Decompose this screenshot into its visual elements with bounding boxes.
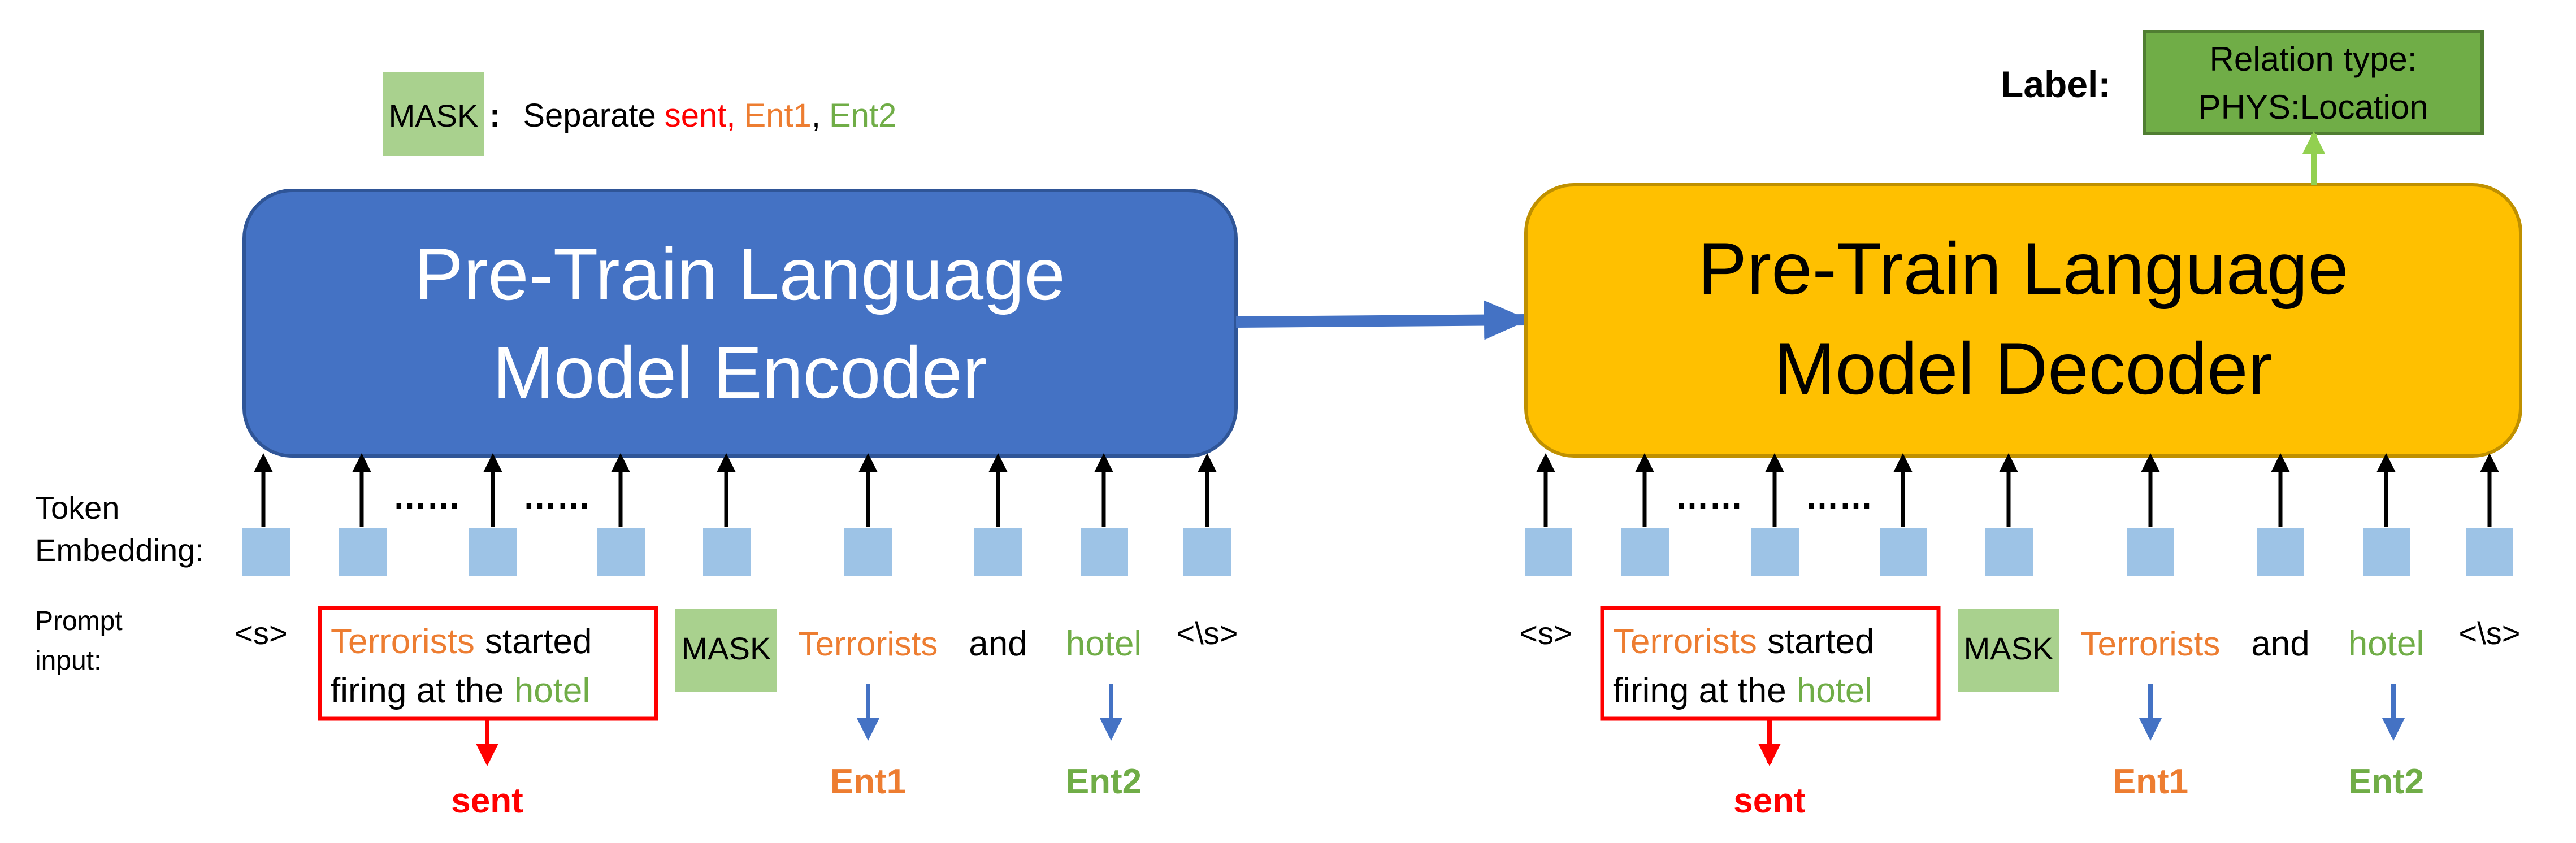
encoder-ellipsis: …… (393, 478, 461, 516)
decoder-token-embedding (1985, 528, 2033, 576)
legend-sent: sent, (665, 97, 736, 134)
legend-colon: : (489, 97, 500, 134)
decoder-output-ent1: Ent1 (2113, 762, 2188, 801)
decoder-token-embedding (1525, 528, 1572, 576)
encoder-sentence-word-hotel: hotel (514, 671, 590, 710)
encoder-mask-text: MASK (682, 631, 771, 666)
decoder-entity2-token: hotel (2348, 624, 2424, 663)
decoder-box (1524, 183, 2522, 458)
legend-ent2: Ent2 (829, 97, 896, 134)
decoder-token-embedding (1621, 528, 1669, 576)
encoder-token-column: …… …… (242, 453, 1231, 576)
encoder-token-embedding (974, 528, 1022, 576)
prompt-input-label-line2: input: (35, 646, 101, 676)
decoder-title-line1: Pre-Train Language (1698, 227, 2348, 310)
decoder-sentence-word-hotel: hotel (1797, 671, 1872, 710)
encoder-box (242, 189, 1238, 458)
decoder-entity1-token: Terrorists (2081, 625, 2221, 663)
decoder-sentence-word-started: started (1767, 622, 1875, 661)
prompt-input-label-line1: Prompt (35, 606, 123, 636)
relation-type-box (2143, 30, 2484, 135)
legend-separate: Separate (523, 97, 656, 134)
token-embedding-label-line1: Token (35, 490, 119, 525)
encoder-bos-token: <s> (235, 615, 287, 651)
decoder-sentence-line1: Terrorists started (1613, 622, 1874, 661)
encoder-token-embedding (844, 528, 892, 576)
decoder-token-embedding (2257, 528, 2304, 576)
encoder-token-embedding (1081, 528, 1128, 576)
encoder-mask-chip (675, 609, 777, 692)
encoder-token-embedding (242, 528, 290, 576)
decoder-title-line2: Model Decoder (1774, 327, 2273, 410)
encoder-entity2-token: hotel (1066, 624, 1142, 663)
legend-ent1: Ent1 (744, 97, 811, 134)
encoder-and-token: and (969, 624, 1027, 663)
decoder-bos-token: <s> (1519, 615, 1572, 651)
encoder-sentence-line2: firing at the hotel (331, 671, 590, 710)
encoder-sentence-word-started: started (485, 622, 592, 661)
encoder-prompt-input: <s> Terrorists started firing at the hotel… (235, 606, 1238, 820)
decoder-token-embedding (1751, 528, 1799, 576)
encoder-sentence-line1: Terrorists started (331, 622, 592, 661)
encoder-title-line1: Pre-Train Language (414, 233, 1065, 315)
decoder-token-column: …… …… (1525, 453, 2513, 576)
encoder-entity1-token: Terrorists (799, 625, 938, 663)
decoder-output-ent2: Ent2 (2348, 762, 2424, 801)
encoder-token-embedding (469, 528, 517, 576)
encoder-to-decoder-arrow (1235, 300, 1529, 340)
decoder-eos-token: <\s> (2459, 615, 2521, 651)
legend-comma: , (812, 97, 821, 134)
encoder-eos-token: <\s> (1177, 615, 1238, 651)
decoder-token-embedding (2127, 528, 2174, 576)
encoder-sentence-prefix: firing at the (331, 671, 504, 710)
encoder-output-ent1: Ent1 (830, 762, 906, 801)
encoder-title-line2: Model Encoder (493, 331, 987, 414)
encoder-output-ent2: Ent2 (1066, 762, 1142, 801)
encoder-token-embedding (339, 528, 387, 576)
encoder-token-embedding (703, 528, 751, 576)
encoder-token-embedding (597, 528, 645, 576)
encoder-ellipsis: …… (523, 478, 591, 516)
encoder-sentence-word-terrorists: Terrorists (331, 622, 475, 661)
legend-mask-chip (383, 72, 484, 156)
decoder-token-embedding (1880, 528, 1927, 576)
decoder-token-embedding (2363, 528, 2410, 576)
decoder-mask-chip (1958, 609, 2059, 692)
encoder-token-embedding (1183, 528, 1231, 576)
decoder-token-embedding (2466, 528, 2513, 576)
token-embedding-label-line2: Embedding: (35, 532, 204, 568)
decoder-mask-text: MASK (1964, 631, 2054, 666)
encoder-output-sent: sent (451, 781, 523, 820)
decoder-sentence-word-terrorists: Terrorists (1613, 622, 1757, 661)
relation-type-line2: PHYS:Location (2198, 88, 2428, 126)
relation-type-line1: Relation type: (2210, 40, 2417, 78)
decoder-and-token: and (2251, 624, 2309, 663)
decoder-output-sent: sent (1733, 781, 1805, 820)
decoder-ellipsis: …… (1675, 478, 1743, 516)
decoder-sentence-line2: firing at the hotel (1613, 671, 1872, 710)
decoder-prompt-input: <s> Terrorists started firing at the hotel… (1519, 606, 2521, 820)
label-prefix: Label: (2001, 63, 2110, 105)
decoder-ellipsis: …… (1805, 478, 1873, 516)
decoder-sentence-prefix: firing at the (1613, 671, 1786, 710)
legend-mask-text: MASK (389, 98, 479, 133)
